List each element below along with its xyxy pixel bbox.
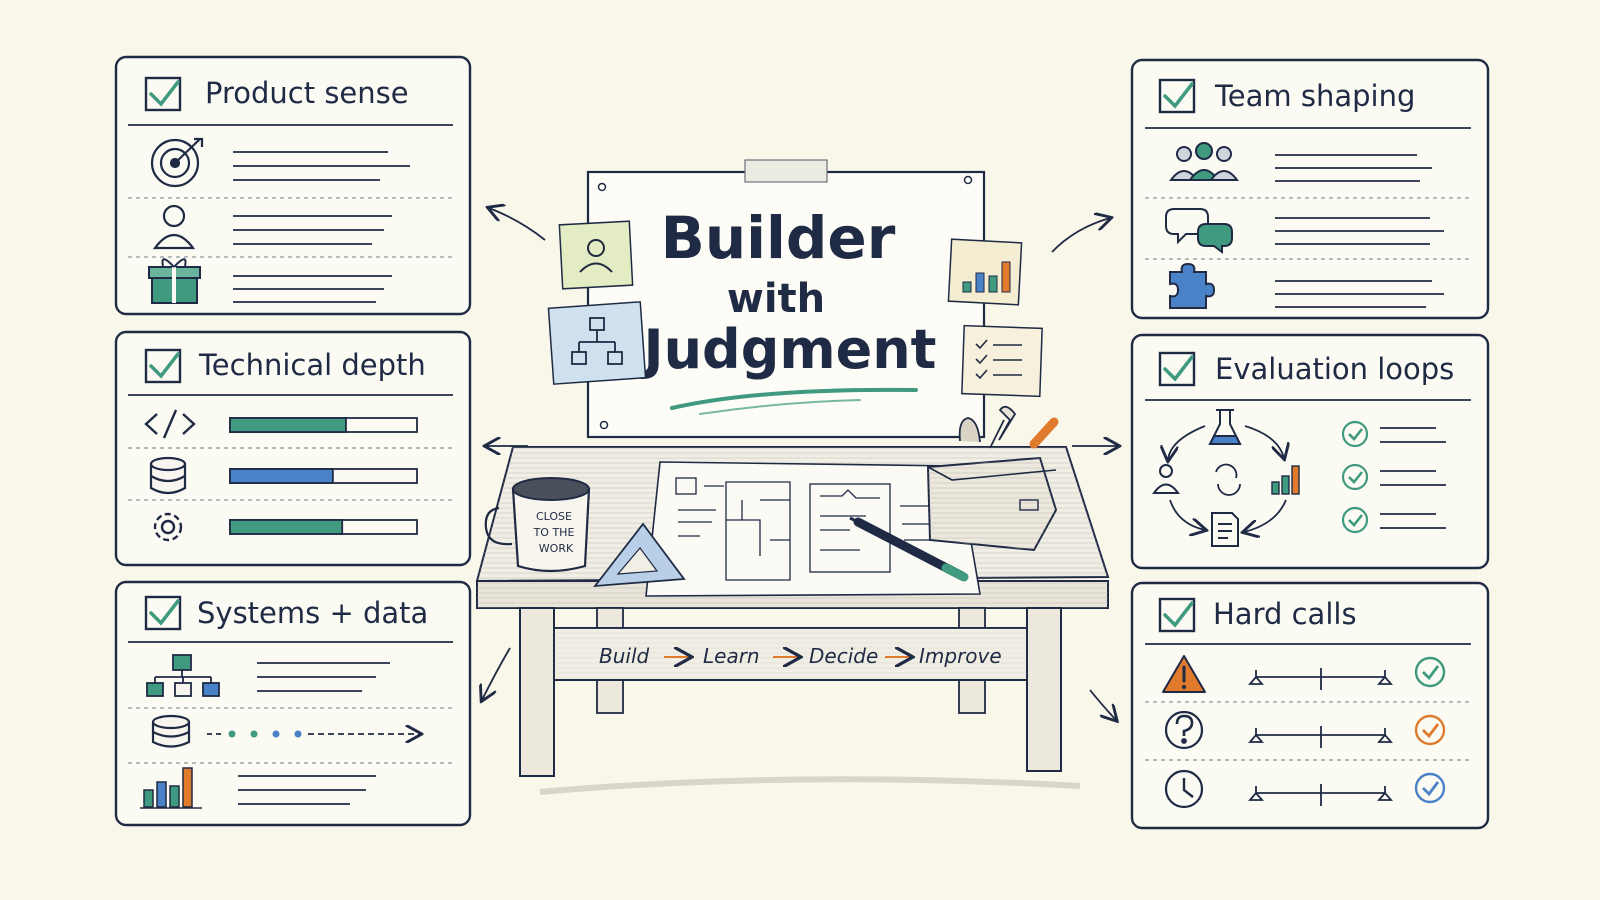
database-icon bbox=[151, 714, 191, 748]
puzzle-icon bbox=[1169, 262, 1216, 309]
card-title: Product sense bbox=[205, 76, 409, 110]
skill-level-bar bbox=[229, 519, 418, 535]
arrow-to-systems-data bbox=[482, 647, 511, 700]
checkbox-icon bbox=[144, 348, 182, 384]
board-title-line2: with bbox=[727, 276, 825, 322]
coffee-mug: CLOSE TO THE WORK bbox=[484, 477, 591, 573]
connector-arrows bbox=[482, 208, 1118, 720]
gear-icon bbox=[153, 512, 183, 542]
question-icon bbox=[1164, 710, 1204, 750]
team-icon bbox=[1169, 142, 1239, 181]
mug-text-line3: WORK bbox=[539, 542, 574, 555]
checkbox-icon bbox=[144, 595, 182, 631]
bar-chart-icon bbox=[140, 767, 202, 809]
card-team-shaping: Team shaping bbox=[1130, 58, 1490, 320]
tradeoff-scale bbox=[1248, 668, 1393, 690]
warning-icon bbox=[1162, 655, 1206, 693]
card-hard-calls: Hard calls bbox=[1130, 581, 1490, 830]
flow-step-decide: Decide bbox=[809, 644, 878, 668]
hierarchy-icon bbox=[146, 654, 220, 697]
sticky-note-user bbox=[558, 220, 634, 290]
mug-text-line1: CLOSE bbox=[536, 510, 572, 523]
arrow-to-product-sense bbox=[489, 208, 546, 241]
sticky-note-chart bbox=[947, 238, 1023, 306]
tradeoff-scale bbox=[1248, 784, 1393, 806]
clock-icon bbox=[1164, 769, 1204, 809]
check-circle-icon bbox=[1341, 506, 1369, 534]
checklist-icon bbox=[975, 339, 1022, 380]
data-flow-dots bbox=[207, 731, 420, 738]
flask-icon bbox=[1208, 409, 1242, 445]
hierarchy-icon bbox=[571, 317, 623, 365]
gift-icon bbox=[148, 258, 201, 304]
sticky-note-hierarchy bbox=[547, 301, 647, 385]
arrow-to-team-shaping bbox=[1051, 218, 1110, 253]
database-icon bbox=[149, 456, 187, 495]
refresh-icon bbox=[1215, 463, 1241, 496]
card-product-sense: Product sense bbox=[114, 55, 472, 316]
evaluation-cycle-diagram bbox=[1152, 409, 1300, 547]
sticky-note-checklist bbox=[961, 324, 1043, 398]
chat-bubbles-icon bbox=[1165, 208, 1233, 254]
tradeoff-scale bbox=[1248, 726, 1393, 748]
check-circle-icon bbox=[1414, 772, 1446, 804]
checkbox-icon bbox=[1158, 351, 1196, 387]
board-title-line1: Builder bbox=[661, 204, 896, 272]
checkbox-icon bbox=[144, 76, 182, 112]
flow-step-build: Build bbox=[599, 644, 650, 668]
whiteboard: Builder with Judgment bbox=[586, 159, 986, 439]
skill-level-bar bbox=[229, 468, 418, 484]
bar-chart-icon bbox=[962, 261, 1011, 293]
user-icon bbox=[1152, 464, 1180, 494]
build-learn-decide-improve-flow: Build Learn Decide Improve bbox=[599, 644, 1002, 668]
toolbox bbox=[926, 405, 1059, 552]
card-title: Evaluation loops bbox=[1215, 352, 1454, 386]
code-icon bbox=[144, 409, 196, 439]
card-evaluation-loops: Evaluation loops bbox=[1130, 333, 1490, 570]
bar-chart-icon bbox=[1271, 465, 1300, 495]
card-title: Technical depth bbox=[198, 348, 426, 382]
document-icon bbox=[1211, 512, 1239, 547]
check-circle-icon bbox=[1341, 463, 1369, 491]
skill-level-bar bbox=[229, 417, 418, 433]
tape-strip bbox=[744, 159, 828, 183]
flow-step-learn: Learn bbox=[703, 644, 760, 668]
checkbox-icon bbox=[1158, 597, 1196, 633]
check-circle-icon bbox=[1414, 714, 1446, 746]
card-title: Systems + data bbox=[197, 596, 428, 630]
check-circle-icon bbox=[1414, 656, 1446, 688]
screwdriver-icon bbox=[1029, 417, 1059, 449]
card-systems-data: Systems + data bbox=[114, 580, 472, 827]
user-icon bbox=[152, 204, 196, 250]
mug-text-line2: TO THE bbox=[533, 526, 575, 539]
card-title: Hard calls bbox=[1213, 597, 1357, 631]
card-technical-depth: Technical depth bbox=[114, 330, 472, 567]
set-square-ruler bbox=[593, 522, 686, 588]
arrow-to-hard-calls bbox=[1089, 689, 1116, 720]
board-title-line3: Judgment bbox=[640, 318, 937, 381]
target-icon bbox=[150, 137, 204, 188]
title-underline bbox=[670, 387, 918, 410]
wrench-icon bbox=[958, 417, 981, 443]
pen-icon bbox=[849, 516, 969, 582]
checkbox-icon bbox=[1158, 78, 1196, 114]
user-icon bbox=[579, 239, 613, 273]
check-circle-icon bbox=[1341, 420, 1369, 448]
card-title: Team shaping bbox=[1214, 79, 1415, 113]
flow-step-improve: Improve bbox=[919, 644, 1002, 668]
